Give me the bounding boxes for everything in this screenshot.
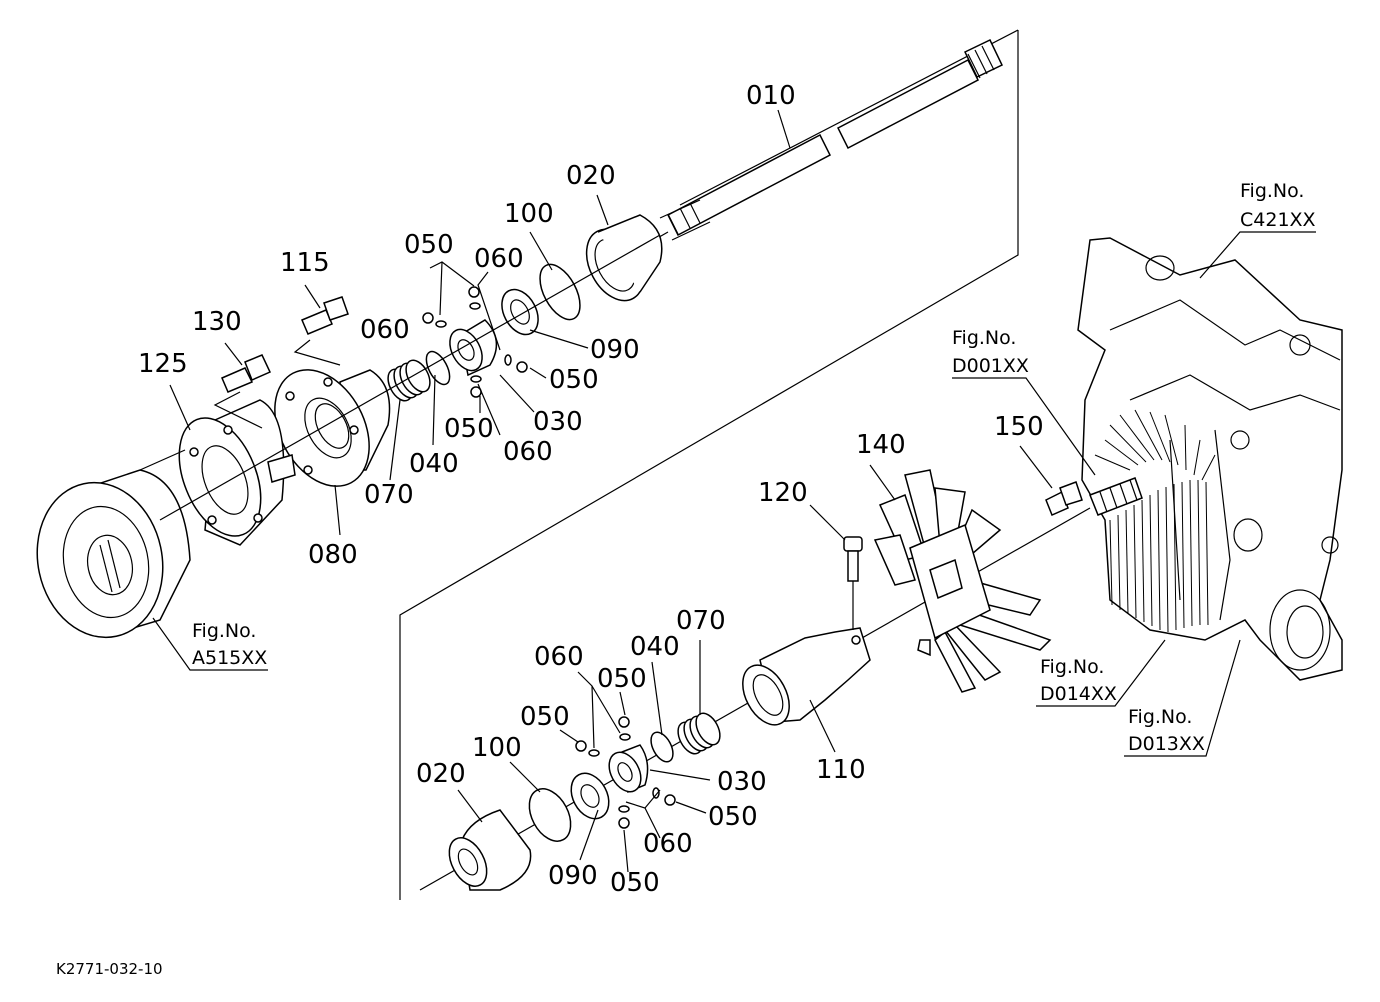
fig-ref-c421[interactable]: Fig.No. C421XX <box>1240 180 1316 231</box>
label-120: 120 <box>758 478 808 508</box>
fitting-150 <box>1045 481 1083 516</box>
label-050-bottom-c: 050 <box>708 802 758 832</box>
label-050-bottom-b: 050 <box>520 702 570 732</box>
label-060-top-a: 060 <box>474 244 524 274</box>
label-110: 110 <box>816 755 866 785</box>
label-020-bottom: 020 <box>416 759 466 789</box>
label-060-top-c: 060 <box>503 437 553 467</box>
svg-text:D001XX: D001XX <box>952 355 1029 377</box>
label-140: 140 <box>856 430 906 460</box>
ring-040-bottom <box>650 731 674 763</box>
label-060-bottom-a: 060 <box>534 642 584 672</box>
label-050-bottom-d: 050 <box>610 868 660 898</box>
label-115: 115 <box>280 248 330 278</box>
shaft-010 <box>659 38 1004 241</box>
label-010: 010 <box>746 81 796 111</box>
fan-140 <box>873 469 1052 693</box>
collar-030-bottom <box>608 744 649 794</box>
drawing-code: K2771-032-10 <box>56 960 163 978</box>
fig-ref-d014[interactable]: Fig.No. D014XX <box>1040 656 1117 705</box>
label-040-bottom: 040 <box>630 632 680 662</box>
spring-070-bottom <box>677 712 721 755</box>
sleeve-020-top <box>585 214 663 302</box>
svg-text:C421XX: C421XX <box>1240 209 1316 231</box>
svg-text:Fig.No.: Fig.No. <box>1040 656 1104 678</box>
label-070-top: 070 <box>364 480 414 510</box>
label-090-top: 090 <box>590 335 640 365</box>
washer-090-bottom <box>570 772 610 820</box>
label-020-top: 020 <box>566 161 616 191</box>
label-150: 150 <box>994 412 1044 442</box>
collar-030-top <box>449 319 498 377</box>
label-050-bottom-a: 050 <box>597 664 647 694</box>
label-100-bottom: 100 <box>472 733 522 763</box>
fan-hub-110 <box>742 627 871 726</box>
washer-090-top <box>501 288 539 336</box>
spring-070-top <box>387 359 431 402</box>
fig-ref-d013[interactable]: Fig.No. D013XX <box>1128 706 1205 755</box>
label-125: 125 <box>138 349 188 379</box>
label-050-top-a: 050 <box>404 230 454 260</box>
label-080: 080 <box>308 540 358 570</box>
part-labels: 010 020 100 050 060 060 090 050 030 050 … <box>138 81 1044 898</box>
label-100-top: 100 <box>504 199 554 229</box>
svg-text:Fig.No.: Fig.No. <box>192 620 256 642</box>
svg-text:D013XX: D013XX <box>1128 733 1205 755</box>
svg-text:A515XX: A515XX <box>192 647 267 669</box>
label-050-top-b: 050 <box>549 365 599 395</box>
fitting-115 <box>301 296 349 335</box>
ring-040-top <box>425 350 451 386</box>
label-030-top: 030 <box>533 407 583 437</box>
label-130: 130 <box>192 307 242 337</box>
label-060-top-b: 060 <box>360 315 410 345</box>
fig-ref-a515[interactable]: Fig.No. A515XX <box>192 620 267 669</box>
svg-text:Fig.No.: Fig.No. <box>1128 706 1192 728</box>
transmission-case <box>1077 237 1343 681</box>
label-060-bottom-b: 060 <box>643 829 693 859</box>
cooling-fins <box>1094 409 1216 633</box>
label-070-bottom: 070 <box>676 606 726 636</box>
label-050-top-c: 050 <box>444 414 494 444</box>
bolt-120 <box>843 536 863 630</box>
label-030-bottom: 030 <box>717 767 767 797</box>
sleeve-020-bottom <box>448 809 532 891</box>
housing-a515 <box>36 469 191 639</box>
label-040-top: 040 <box>409 449 459 479</box>
fig-ref-d001[interactable]: Fig.No. D001XX <box>952 327 1029 377</box>
svg-text:Fig.No.: Fig.No. <box>952 327 1016 349</box>
fitting-130 <box>221 354 272 393</box>
svg-text:Fig.No.: Fig.No. <box>1240 180 1304 202</box>
snap-ring-100-bottom <box>528 788 572 842</box>
group-frame <box>399 30 1019 900</box>
label-090-bottom: 090 <box>548 861 598 891</box>
svg-text:D014XX: D014XX <box>1040 683 1117 705</box>
